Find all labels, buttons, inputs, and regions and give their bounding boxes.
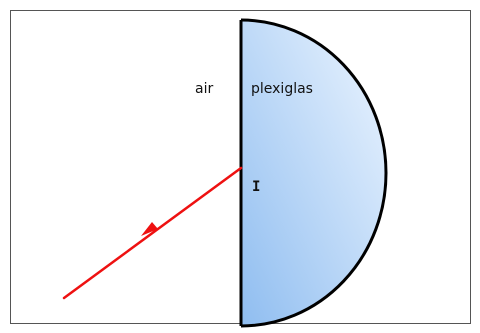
ray-direction-arrowhead — [141, 222, 158, 236]
air-label: air — [195, 81, 213, 97]
lens-curved-surface — [240, 18, 388, 328]
incident-ray — [62, 166, 243, 300]
incidence-point-label: I — [252, 179, 260, 195]
semicircular-plexiglas-block — [241, 20, 386, 326]
plexiglas-label: plexiglas — [251, 81, 313, 97]
